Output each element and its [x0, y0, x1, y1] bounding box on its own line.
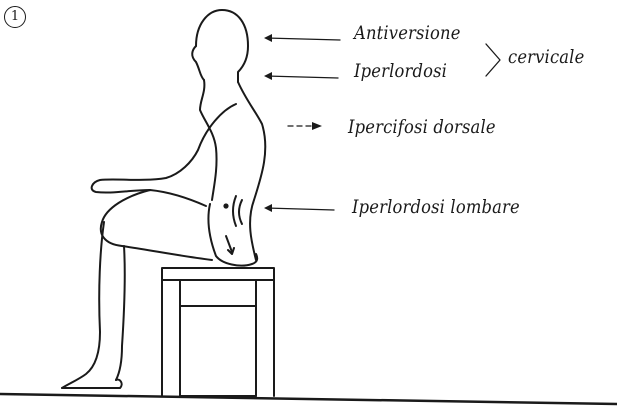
cervicale-bracket: [486, 44, 500, 76]
stool-legs: [162, 280, 274, 396]
label-cervicale: cervicale: [508, 46, 584, 68]
lumbar-dot: [224, 204, 227, 207]
label-antiversione: Antiversione: [354, 22, 461, 44]
shin-outline: [62, 222, 104, 388]
arrow-antiversione: [266, 38, 340, 40]
calf-outline: [116, 246, 125, 380]
face-outline: [192, 46, 204, 80]
label-iperlordosi-lombare: Iperlordosi lombare: [352, 196, 520, 218]
stool-seat: [162, 268, 274, 280]
label-iperlordosi: Iperlordosi: [354, 60, 447, 82]
lumbar-curve-mark-2: [239, 200, 242, 224]
arrow-iperlordosi: [266, 76, 338, 78]
label-ipercifosi-dorsale: Ipercifosi dorsale: [348, 116, 496, 138]
lumbar-curve-mark: [233, 196, 236, 226]
arrow-iperlordosi-lombare: [266, 208, 334, 210]
back-outline: [238, 82, 265, 260]
head-outline: [196, 10, 248, 82]
floor-line: [0, 394, 617, 404]
